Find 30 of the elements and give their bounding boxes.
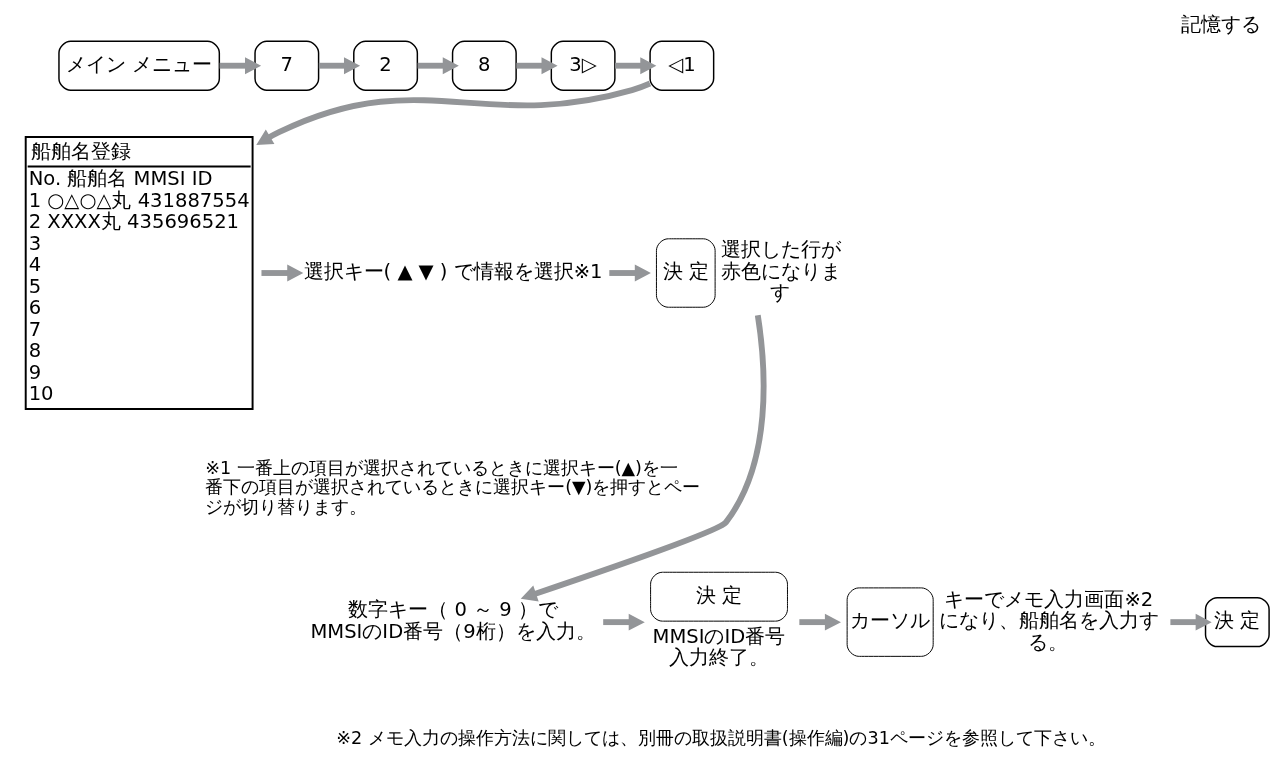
label: ※2 メモ入力の操作方法に関しては、別冊の取扱説明書(操作編)の31ページを参照して下さい。 bbox=[336, 727, 1106, 748]
node-box: 決 定 bbox=[655, 238, 716, 308]
arrow bbox=[799, 613, 841, 631]
node-box: 3▷ bbox=[550, 40, 616, 91]
node-box: 2 bbox=[353, 40, 419, 91]
arrow bbox=[615, 57, 657, 75]
node-text: 選択キー( ▲ ▼ ) で情報を選択※1 bbox=[303, 259, 603, 283]
node-label: 選択した行が赤色になります bbox=[720, 238, 841, 305]
arrow bbox=[609, 264, 651, 282]
arrow bbox=[417, 57, 459, 75]
arrow bbox=[318, 57, 361, 75]
arrow bbox=[516, 57, 558, 75]
arrow bbox=[603, 613, 645, 631]
arrow bbox=[1170, 613, 1212, 631]
node-label: キーでメモ入力画面※2になり、船舶名を入力する。 bbox=[939, 587, 1160, 654]
node-box: 決 定 bbox=[1204, 596, 1270, 648]
label: ※1 一番上の項目が選択されているときに選択キー(▲)を一番下の項目が選択されているときに選択キー(▼)を押すとページが切り替ります。 bbox=[205, 457, 701, 517]
node-box: 8 bbox=[451, 40, 517, 91]
node-box: ◁1 bbox=[649, 40, 715, 91]
node-box: カーソル bbox=[846, 587, 934, 657]
node-box: メイン メニュー bbox=[58, 40, 221, 91]
node-label: MMSIのID番号入力終了。 bbox=[652, 624, 786, 670]
arrow bbox=[256, 80, 652, 145]
diagram-title: 記憶する bbox=[1181, 13, 1262, 37]
arrow bbox=[261, 264, 304, 282]
arrow bbox=[219, 57, 262, 75]
node-box: 決 定 bbox=[650, 571, 788, 622]
arrow bbox=[520, 314, 767, 602]
node-text: 数字キー（ 0 ～ 9 ）で MMSIのID番号（9桁）を入力。 bbox=[310, 598, 596, 643]
node-box: 7 bbox=[254, 40, 320, 91]
